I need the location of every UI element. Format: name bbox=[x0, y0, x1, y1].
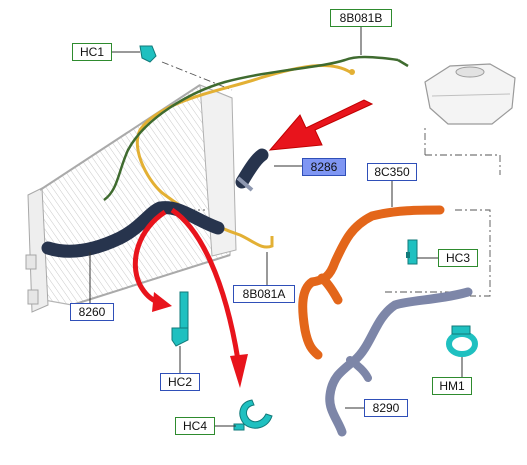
label-8290[interactable]: 8290 bbox=[364, 399, 408, 417]
label-hc4[interactable]: HC4 bbox=[175, 417, 215, 435]
clip-hc2 bbox=[171, 291, 189, 347]
label-leaders bbox=[89, 25, 463, 427]
label-hc2[interactable]: HC2 bbox=[160, 373, 200, 391]
expansion-tank bbox=[424, 63, 516, 125]
hose-8260 bbox=[41, 201, 225, 258]
label-8b081b[interactable]: 8B081B bbox=[330, 9, 392, 27]
red-arrow-main bbox=[268, 99, 374, 151]
hose-8c350 bbox=[298, 205, 445, 360]
hose-8286 bbox=[235, 148, 269, 189]
red-arrow-to-hc2 bbox=[132, 209, 172, 312]
label-hc1[interactable]: HC1 bbox=[72, 43, 112, 61]
label-8260[interactable]: 8260 bbox=[70, 303, 114, 321]
label-hm1[interactable]: HM1 bbox=[432, 377, 472, 395]
label-hc3[interactable]: HC3 bbox=[438, 249, 478, 267]
clip-hm1 bbox=[446, 325, 478, 357]
radiator bbox=[25, 84, 237, 313]
clip-hc1 bbox=[139, 45, 157, 63]
yellow-pipe-8b081a bbox=[135, 63, 351, 249]
clip-hc4 bbox=[233, 399, 273, 431]
label-8b081a[interactable]: 8B081A bbox=[233, 285, 295, 303]
green-pipe-8b081b bbox=[103, 55, 399, 202]
red-arrow-to-hc4 bbox=[170, 207, 248, 388]
label-8286[interactable]: 8286 bbox=[302, 158, 346, 176]
label-8c350[interactable]: 8C350 bbox=[367, 163, 417, 181]
clip-hc3 bbox=[406, 239, 418, 265]
